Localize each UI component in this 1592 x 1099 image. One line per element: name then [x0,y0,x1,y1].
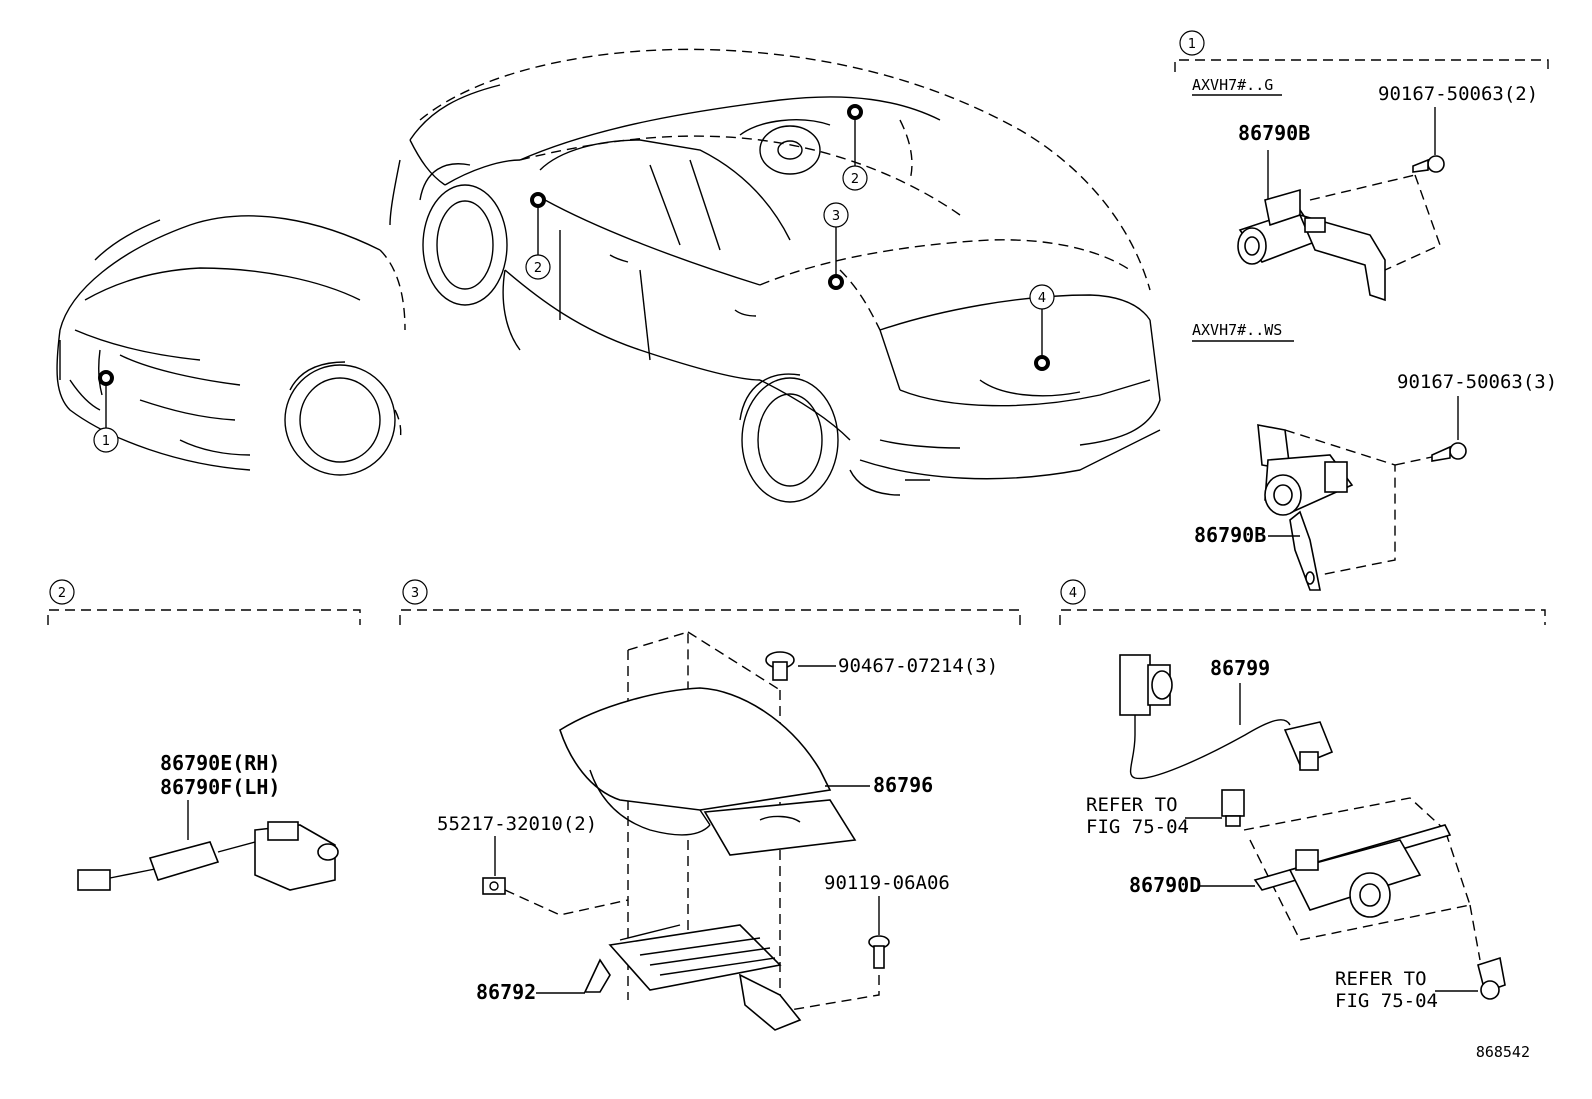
camera-top-label: 86790B [1238,121,1310,145]
variant-ws-label: AXVH7#..WS [1192,321,1282,339]
bolt-part [868,935,890,969]
section-3-callout: 3 [411,586,419,601]
callout-3-car: 3 [832,209,840,224]
harness-part [1119,654,1334,780]
bolt-label: 90119-06A06 [824,872,950,894]
cover-label: 86796 [873,773,933,797]
module-label: 86792 [476,980,536,1004]
camera-lh-label: 86790F(LH) [160,775,280,799]
nut-label: 55217-32010(2) [437,813,597,835]
camera-top-part [1237,188,1386,302]
clip-part [765,651,795,681]
section-2: 2 86790E(RH) 86790F(LH) [47,579,361,891]
rear-screw-part [1477,956,1506,1000]
refer-bottom-line1: REFER TO [1335,968,1427,990]
figure-id: 868542 [1476,1043,1530,1061]
section-1: 1 AXVH7#..G 90167-50063(2) 86790B AXVH7#… [1174,30,1557,591]
section-3: 3 90467-07214(3) 86796 55217-32010(2) [399,579,1021,1031]
screw-top-label: 90167-50063(2) [1378,83,1538,105]
side-camera-part [77,821,339,891]
camera-rh-label: 86790E(RH) [160,751,280,775]
section-4-callout: 4 [1069,586,1077,601]
refer-top-line1: REFER TO [1086,794,1178,816]
callout-2-left: 2 [534,261,542,276]
sedan-illustration [389,48,1161,503]
camera-bottom-label: 86790B [1194,523,1266,547]
section-1-callout: 1 [1188,37,1196,52]
callout-1-front: 1 [102,434,110,449]
rear-camera-label: 86790D [1129,873,1201,897]
variant-g-label: AXVH7#..G [1192,76,1273,94]
callout-4-car: 4 [1038,291,1046,306]
refer-bottom-line2: FIG 75-04 [1335,990,1438,1012]
clip-label: 90467-07214(3) [838,655,998,677]
harness-label: 86799 [1210,656,1270,680]
section-4: 4 86799 REFER TO FIG 75-04 [1059,579,1546,1012]
sedan-callouts: 2 2 3 4 [525,104,1055,371]
callout-2-right: 2 [851,172,859,187]
front-car-illustration: 1 [56,215,406,476]
section-2-callout: 2 [58,586,66,601]
module-part [583,924,802,1031]
nut-part [482,877,506,895]
rear-camera-part [1253,824,1452,918]
refer-top-line2: FIG 75-04 [1086,816,1189,838]
screw-top-part [1412,155,1445,173]
screw-bottom-part [1431,442,1467,462]
camera-bottom-part [1257,424,1354,591]
screw-bottom-label: 90167-50063(3) [1397,371,1557,393]
connector-clip-part [1221,789,1245,827]
cover-part [559,687,857,856]
